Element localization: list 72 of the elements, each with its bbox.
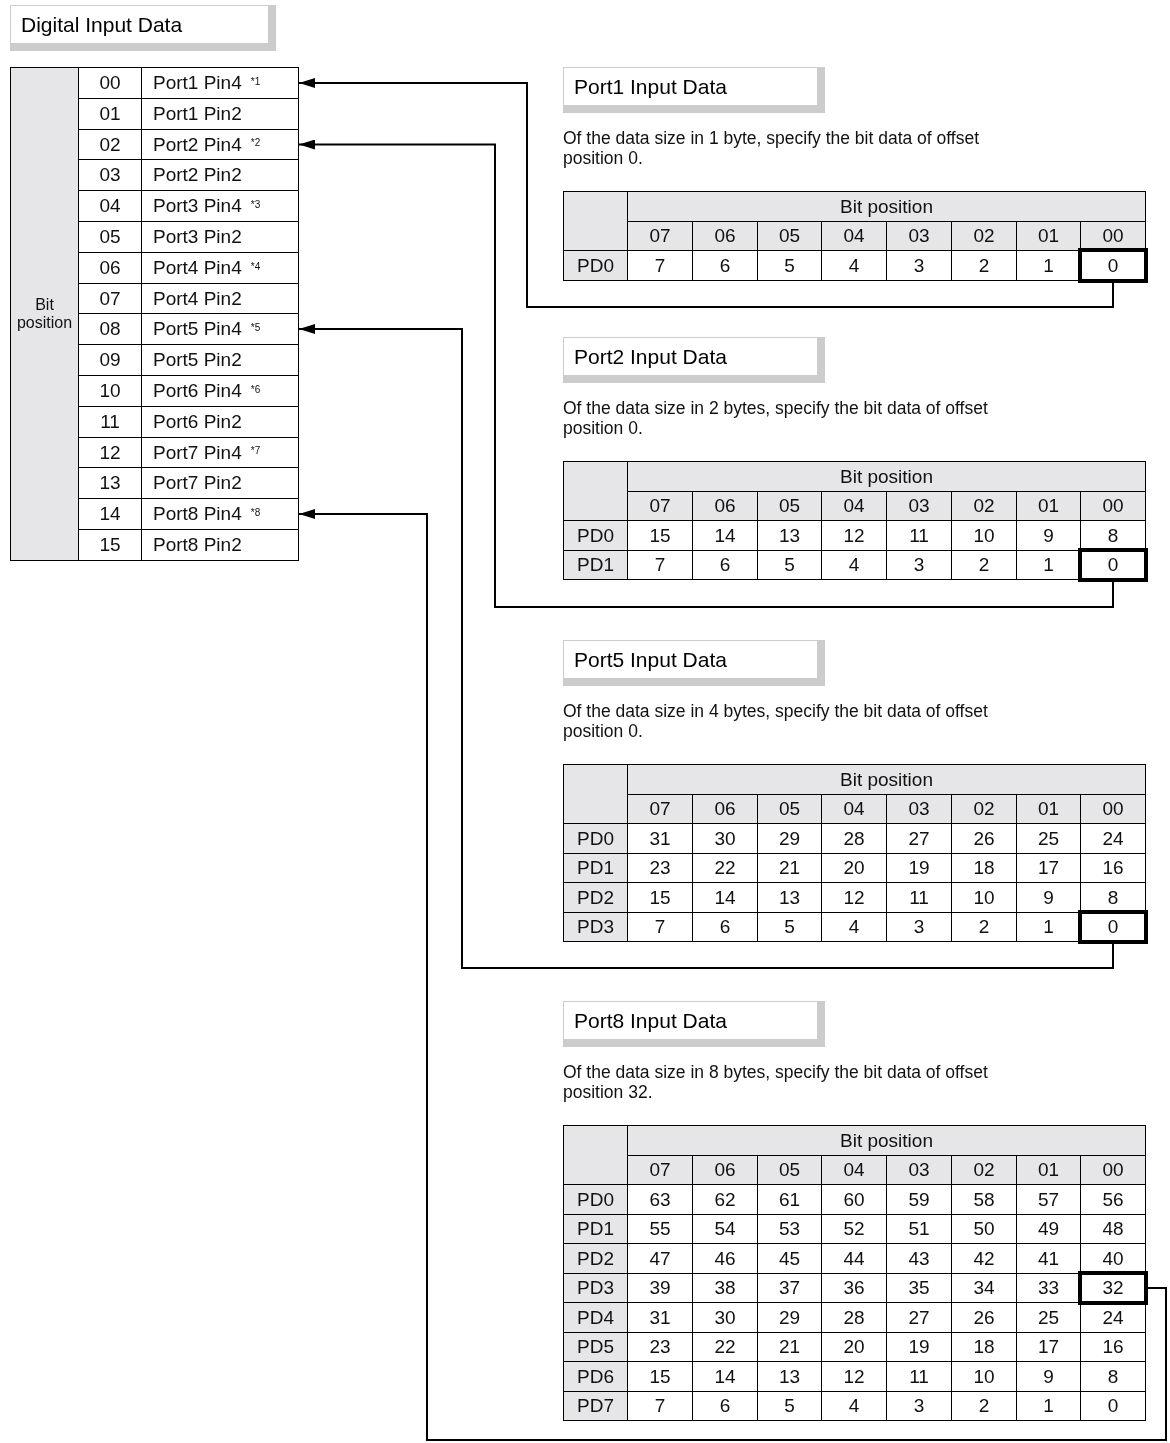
header-cell: PD1	[563, 1214, 628, 1244]
header-cell: 06	[692, 491, 758, 521]
header-cell: 07	[627, 491, 693, 521]
section-heading: Port5 Input Data	[563, 640, 825, 686]
description-text: Of the data size in 8 bytes, specify the bit data of offset position 32.	[563, 1062, 989, 1102]
header-cell: 02	[951, 794, 1017, 824]
header-cell: 02	[951, 491, 1017, 521]
header-cell: Bit position	[627, 1125, 1146, 1156]
header-cell: PD1	[563, 550, 628, 580]
header-cell: 00	[1080, 1155, 1146, 1185]
header-cell: 03	[886, 491, 952, 521]
header-cell: 06	[692, 1155, 758, 1185]
header-cell: PD6	[563, 1361, 628, 1392]
description-text: Of the data size in 4 bytes, specify the bit data of offset position 0.	[563, 701, 989, 741]
header-cell: 05	[757, 491, 822, 521]
header-cell: 06	[692, 221, 758, 251]
highlighted-cell: 0	[1078, 548, 1148, 582]
header-cell: 06	[692, 794, 758, 824]
header-cell: 02	[951, 221, 1017, 251]
header-cell: 04	[821, 221, 887, 251]
header-cell: 04	[821, 491, 887, 521]
header-cell: PD0	[563, 1184, 628, 1215]
header-cell: PD0	[563, 823, 628, 854]
header-cell: 05	[757, 794, 822, 824]
section-heading: Port1 Input Data	[563, 67, 825, 113]
header-cell: PD2	[563, 882, 628, 913]
header-cell: PD4	[563, 1302, 628, 1333]
header-cell: 03	[886, 221, 952, 251]
header-cell: PD0	[563, 520, 628, 551]
highlighted-cell: 32	[1078, 1271, 1148, 1305]
header-cell: 02	[951, 1155, 1017, 1185]
table-cell: Port1 Pin4 $^{*1}$	[141, 67, 299, 99]
header-cell: 05	[757, 1155, 822, 1185]
header-cell: 05	[757, 221, 822, 251]
header-cell: PD2	[563, 1243, 628, 1274]
arrow	[298, 509, 1167, 1441]
highlighted-cell: 0	[1078, 248, 1148, 283]
header-cell: PD0	[563, 250, 628, 281]
arrow	[298, 78, 1114, 308]
header-cell: PD7	[563, 1391, 628, 1421]
header-cell: 01	[1016, 1155, 1081, 1185]
header-cell: 07	[627, 794, 693, 824]
header-cell: PD5	[563, 1332, 628, 1362]
description-text: Of the data size in 2 bytes, specify the bit data of offset position 0.	[563, 398, 989, 438]
table-cell: 0	[1080, 1391, 1146, 1421]
header-cell: 07	[627, 221, 693, 251]
header-cell: 00	[1080, 491, 1146, 521]
header-cell: 03	[886, 1155, 952, 1185]
arrow	[298, 139, 1114, 608]
header-cell: 00	[1080, 221, 1146, 251]
arrow	[298, 324, 1114, 969]
header-cell: 01	[1016, 794, 1081, 824]
header-cell: Bit position	[627, 191, 1146, 222]
row-header: Bit position	[10, 67, 79, 561]
header-cell: PD1	[563, 853, 628, 883]
section-heading: Port8 Input Data	[563, 1001, 825, 1047]
header-cell: Bit position	[627, 764, 1146, 795]
header-cell: PD3	[563, 1273, 628, 1303]
header-cell: PD3	[563, 912, 628, 942]
description-text: Of the data size in 1 byte, specify the bit data of offset position 0.	[563, 128, 981, 168]
header-cell: 07	[627, 1155, 693, 1185]
header-cell: 04	[821, 794, 887, 824]
header-cell: 03	[886, 794, 952, 824]
header-cell: 04	[821, 1155, 887, 1185]
section-heading: Port2 Input Data	[563, 337, 825, 383]
header-cell: Bit position	[627, 461, 1146, 492]
section-heading: Digital Input Data	[10, 5, 276, 51]
header-cell: 00	[1080, 794, 1146, 824]
table-cell: Port8 Pin2	[141, 529, 299, 561]
highlighted-cell: 0	[1078, 910, 1148, 944]
header-cell: 01	[1016, 491, 1081, 521]
header-cell: 01	[1016, 221, 1081, 251]
